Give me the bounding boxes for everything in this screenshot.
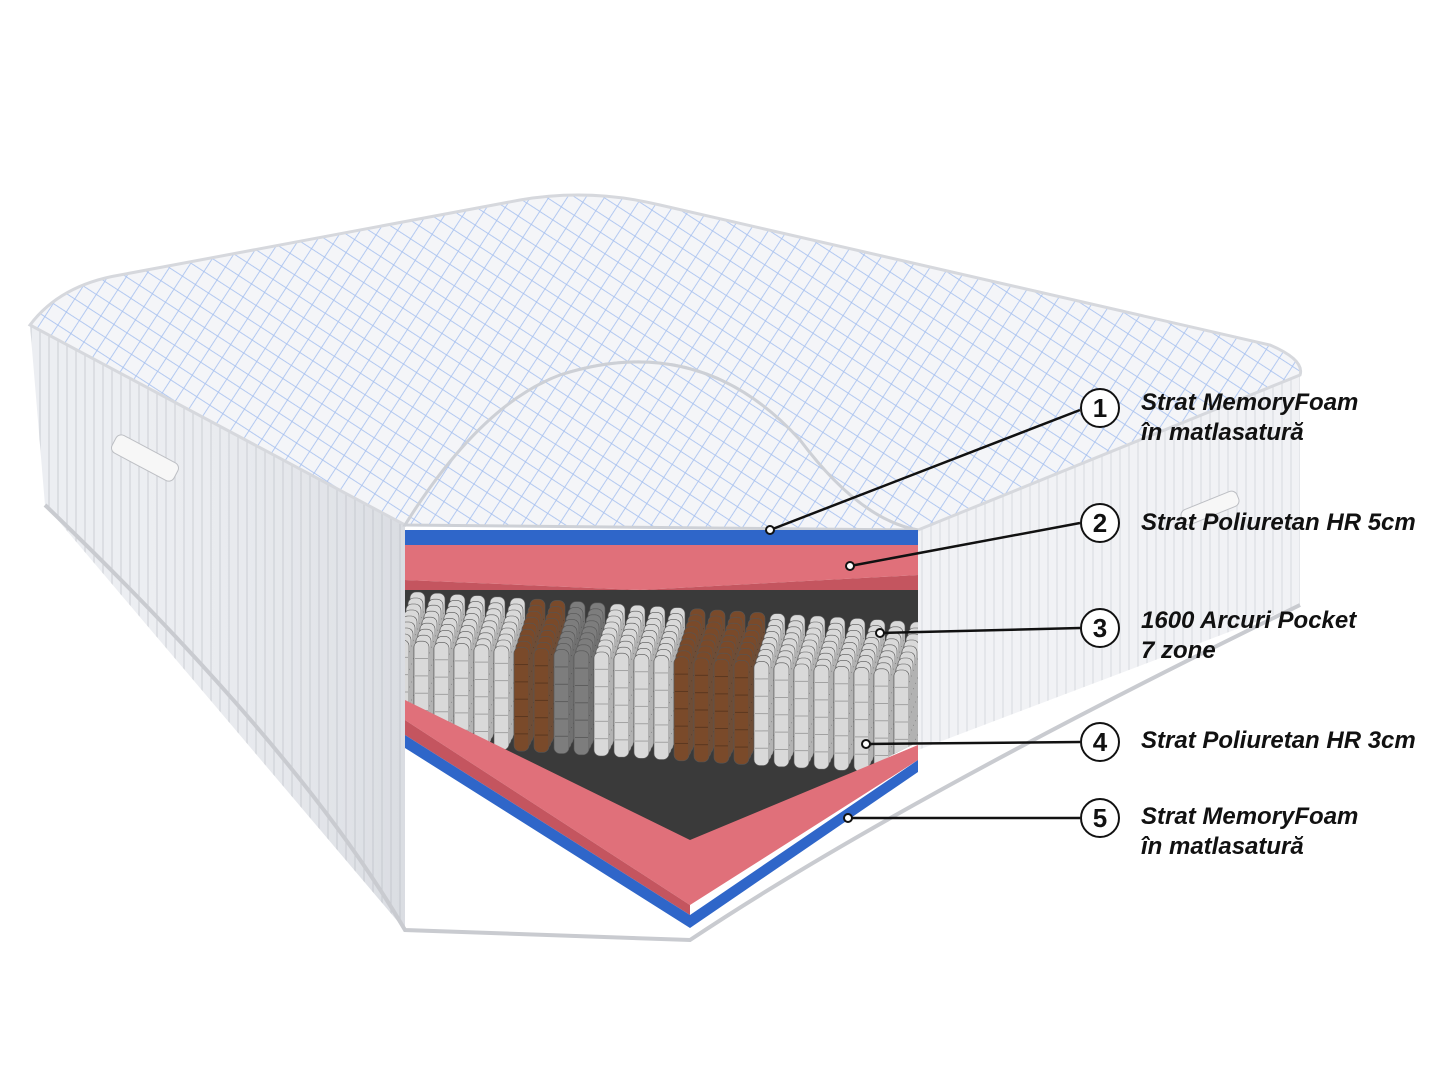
peeled-cover-flap	[402, 360, 919, 532]
pocket-spring	[813, 664, 830, 770]
pocket-spring	[533, 648, 550, 753]
pocket-spring	[513, 646, 530, 752]
pocket-spring	[833, 666, 850, 771]
pocket-spring	[573, 650, 590, 756]
callout-label-1-line-2: în matlasatură	[1141, 419, 1304, 446]
callout-number-3: 3	[1080, 608, 1120, 648]
pocket-spring	[553, 649, 570, 754]
polyurethane-3cm-layer	[405, 700, 918, 905]
memory-foam-top-layer	[405, 530, 918, 545]
mattress-right-side	[918, 375, 1300, 750]
callout-label-4-line-1: Strat Poliuretan HR 3cm	[1141, 727, 1416, 754]
pocket-spring	[673, 656, 690, 762]
callout-label-4: Strat Poliuretan HR 3cm	[1141, 726, 1416, 756]
pocket-spring	[613, 652, 630, 758]
pocket-spring	[633, 654, 650, 759]
pocket-spring	[693, 657, 710, 763]
memory-foam-bottom-layer	[405, 735, 918, 928]
pocket-spring	[773, 662, 790, 768]
callout-label-1: Strat MemoryFoam în matlasatură	[1141, 388, 1358, 448]
callout-label-3: 1600 Arcuri Pocket 7 zone	[1141, 606, 1356, 666]
leader-lines	[769, 408, 1081, 820]
callout-label-2: Strat Poliuretan HR 5cm	[1141, 508, 1416, 538]
pocket-spring	[593, 651, 610, 757]
callout-label-3-line-1: 1600 Arcuri Pocket	[1141, 607, 1357, 634]
callout-number-2: 2	[1080, 503, 1120, 543]
callout-number-1: 1	[1080, 388, 1120, 428]
pocket-spring	[793, 663, 810, 769]
polyurethane-5cm-layer	[405, 545, 918, 590]
callout-label-5-line-1: Strat MemoryFoam	[1141, 803, 1359, 830]
callout-number-5: 5	[1080, 798, 1120, 838]
callout-number-4: 4	[1080, 722, 1120, 762]
pocket-spring	[713, 658, 730, 764]
callout-label-5: Strat MemoryFoam în matlasatură	[1141, 802, 1358, 862]
pocket-spring	[733, 660, 750, 765]
leader-dots	[765, 525, 885, 823]
callout-label-2-line-1: Strat Poliuretan HR 5cm	[1141, 509, 1416, 536]
pocket-spring	[653, 655, 670, 760]
callout-label-5-line-2: în matlasatură	[1141, 833, 1304, 860]
pocket-springs	[405, 591, 918, 775]
callout-label-1-line-1: Strat MemoryFoam	[1141, 389, 1359, 416]
pocket-spring	[753, 661, 770, 766]
callout-label-3-line-2: 7 zone	[1141, 637, 1216, 664]
